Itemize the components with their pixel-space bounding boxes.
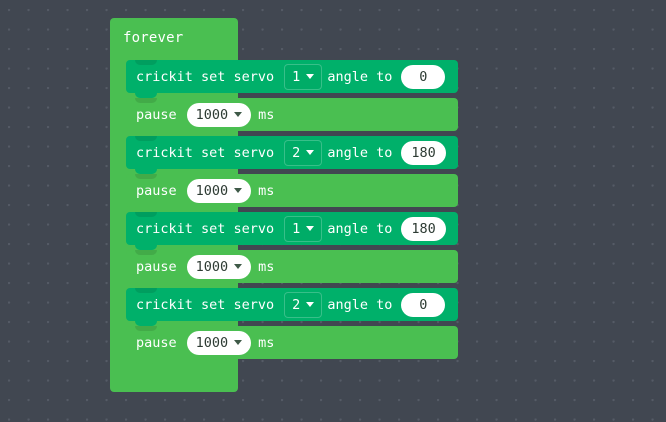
pause-block-units-label: ms — [258, 182, 275, 199]
pause-block-units-label: ms — [258, 106, 275, 123]
pause-block-label: pause — [136, 182, 177, 199]
servo-block-label-prefix: crickit set servo — [136, 68, 275, 85]
servo-number-dropdown[interactable]: 2 — [284, 291, 323, 318]
pause-duration-value: 1000 — [195, 258, 229, 275]
pause-block-label: pause — [136, 334, 177, 351]
servo-number-dropdown[interactable]: 2 — [284, 139, 323, 166]
crickit-set-servo-block[interactable]: crickit set servo 2 angle to 180 — [126, 136, 458, 174]
servo-number-dropdown[interactable]: 1 — [284, 63, 323, 90]
pause-block[interactable]: pause 1000 ms — [126, 250, 458, 288]
pause-block-units-label: ms — [258, 334, 275, 351]
pause-block-label: pause — [136, 106, 177, 123]
pause-duration-dropdown[interactable]: 1000 — [186, 102, 252, 127]
servo-number-dropdown-value: 1 — [292, 220, 301, 237]
pause-duration-value: 1000 — [195, 182, 229, 199]
servo-block-label-angle-to: angle to — [327, 144, 393, 161]
pause-duration-dropdown[interactable]: 1000 — [186, 178, 252, 203]
pause-duration-value: 1000 — [195, 334, 229, 351]
servo-number-dropdown[interactable]: 1 — [284, 215, 323, 242]
pause-duration-dropdown[interactable]: 1000 — [186, 254, 252, 279]
crickit-set-servo-block[interactable]: crickit set servo 1 angle to 180 — [126, 212, 458, 250]
servo-number-dropdown-value: 1 — [292, 68, 301, 85]
forever-block-label: forever — [123, 30, 184, 46]
crickit-set-servo-block[interactable]: crickit set servo 1 angle to 0 — [126, 60, 458, 98]
chevron-down-icon — [234, 112, 243, 117]
servo-number-dropdown-value: 2 — [292, 296, 301, 313]
servo-block-label-prefix: crickit set servo — [136, 296, 275, 313]
servo-angle-value-field[interactable]: 180 — [401, 216, 446, 241]
servo-number-dropdown-value: 2 — [292, 144, 301, 161]
pause-block[interactable]: pause 1000 ms — [126, 326, 458, 364]
servo-block-label-prefix: crickit set servo — [136, 144, 275, 161]
servo-angle-value-field[interactable]: 180 — [401, 140, 446, 165]
servo-angle-value-field[interactable]: 0 — [401, 64, 446, 89]
servo-angle-value-field[interactable]: 0 — [401, 292, 446, 317]
servo-block-label-angle-to: angle to — [327, 68, 393, 85]
pause-duration-value: 1000 — [195, 106, 229, 123]
chevron-down-icon — [234, 340, 243, 345]
pause-block[interactable]: pause 1000 ms — [126, 98, 458, 136]
pause-block-units-label: ms — [258, 258, 275, 275]
pause-duration-dropdown[interactable]: 1000 — [186, 330, 252, 355]
chevron-down-icon — [306, 302, 315, 307]
chevron-down-icon — [234, 264, 243, 269]
servo-block-label-angle-to: angle to — [327, 296, 393, 313]
servo-block-label-prefix: crickit set servo — [136, 220, 275, 237]
forever-block-body-stack: crickit set servo 1 angle to 0 pause 1000 ms cr… — [126, 60, 458, 364]
pause-block[interactable]: pause 1000 ms — [126, 174, 458, 212]
chevron-down-icon — [234, 188, 243, 193]
chevron-down-icon — [306, 74, 315, 79]
crickit-set-servo-block[interactable]: crickit set servo 2 angle to 0 — [126, 288, 458, 326]
pause-block-label: pause — [136, 258, 177, 275]
servo-block-label-angle-to: angle to — [327, 220, 393, 237]
chevron-down-icon — [306, 226, 315, 231]
chevron-down-icon — [306, 150, 315, 155]
